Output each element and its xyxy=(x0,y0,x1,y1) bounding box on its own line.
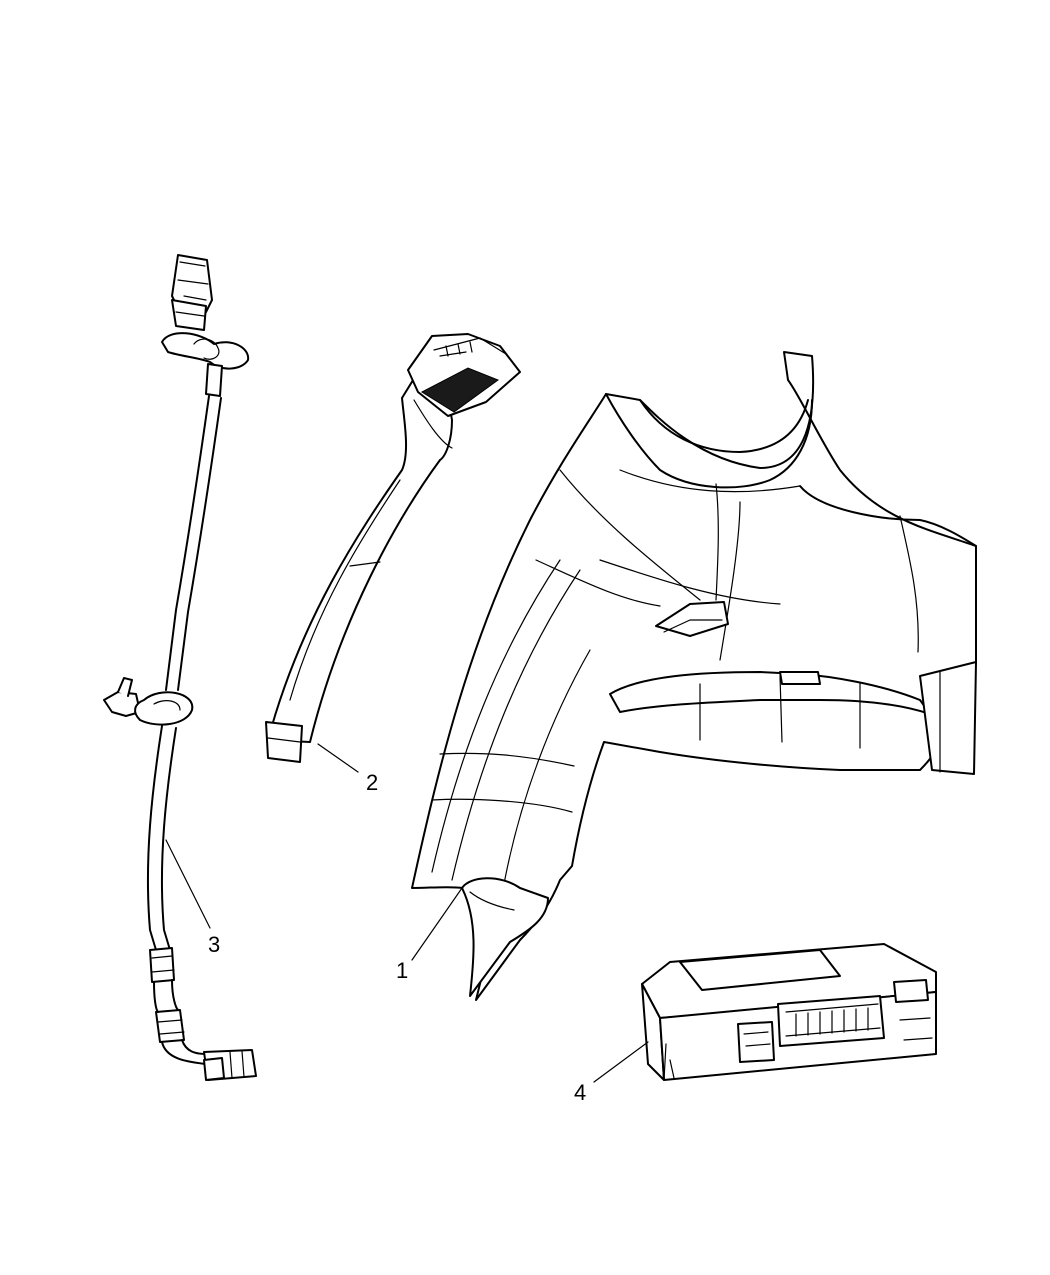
callout-2: 2 xyxy=(366,770,378,795)
harness-middle-clip xyxy=(103,677,194,726)
part-3-wire-harness xyxy=(103,254,257,1081)
callout-3: 3 xyxy=(208,932,220,957)
part-1-console-trim xyxy=(411,351,977,1001)
leader-2 xyxy=(317,743,359,773)
leader-3 xyxy=(165,839,211,929)
leader-4 xyxy=(593,1041,649,1083)
harness-bottom-connector xyxy=(203,1049,257,1081)
part-4-control-module xyxy=(641,943,937,1081)
module-connector-main xyxy=(777,995,885,1047)
harness-top-connector xyxy=(171,254,213,331)
leader-1 xyxy=(411,887,463,961)
harness-top-clip xyxy=(161,332,250,397)
callout-leaders xyxy=(165,743,649,1083)
module-tab-right xyxy=(893,979,933,1041)
callout-1: 1 xyxy=(396,958,408,983)
callout-4: 4 xyxy=(574,1080,586,1105)
harness-lower-sleeves xyxy=(149,947,185,1043)
callout-labels: 2 3 1 4 xyxy=(208,770,586,1105)
module-connector-left xyxy=(737,1021,775,1063)
part-2-curved-connector xyxy=(265,333,521,763)
